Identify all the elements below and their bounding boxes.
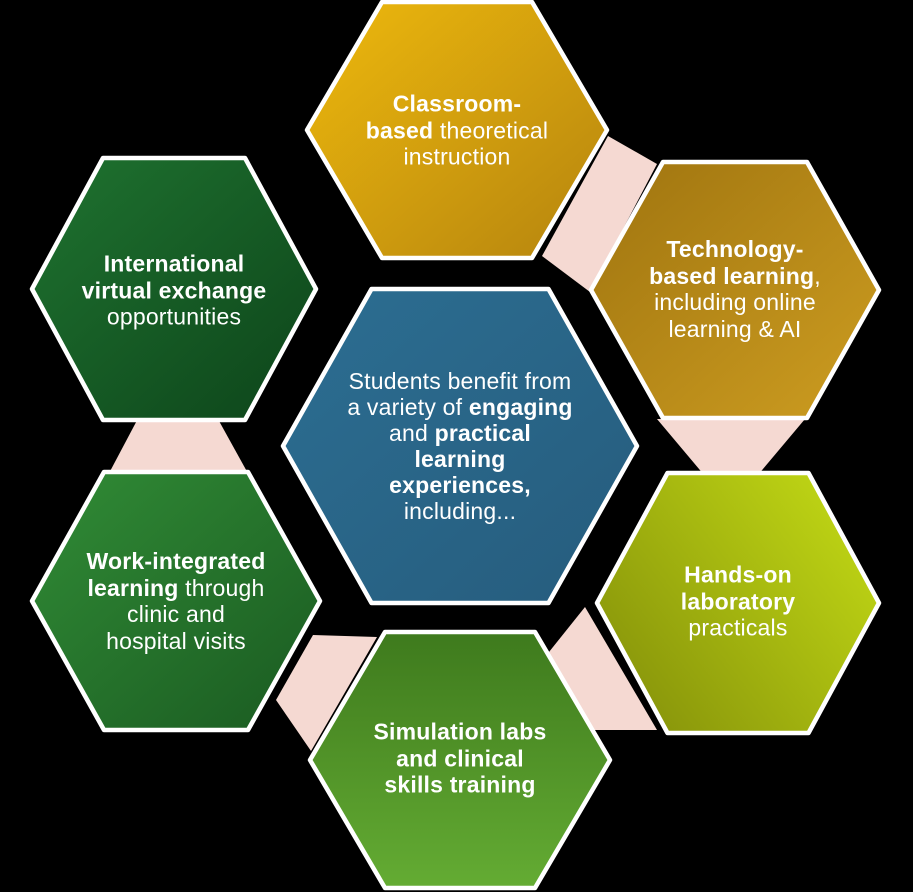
hexagon-international [29, 155, 319, 423]
label-line: including... [403, 498, 517, 524]
label-line: and clinical [396, 744, 524, 771]
hexagon-simulation [307, 629, 613, 891]
hexagon-technology [588, 159, 882, 421]
label-line: opportunities [106, 303, 242, 330]
hexagon-handson [594, 470, 882, 736]
label-line: based theoretical [365, 116, 549, 143]
label-line: Classroom- [392, 90, 522, 117]
hexagon-center [280, 286, 640, 606]
label-line: learning & AI [668, 315, 802, 342]
label-line: instruction [403, 143, 511, 170]
label-technology-hexagon: Technology-based learning,including onli… [649, 236, 821, 342]
label-line: International [103, 250, 245, 277]
connector-work-to-simulation [276, 635, 377, 751]
label-line: Technology- [666, 236, 804, 262]
label-line: including online [654, 289, 816, 315]
label-line: Hands-on [684, 561, 792, 588]
label-line: virtual exchange [81, 276, 267, 303]
label-line: practicals [688, 614, 788, 641]
label-line: learning through [87, 574, 265, 601]
label-line: skills training [384, 771, 536, 798]
label-line: clinic and [127, 601, 225, 627]
hexagon-work [29, 469, 323, 733]
label-line: Simulation labs [373, 718, 547, 745]
label-line: and practical [389, 420, 531, 446]
label-line: a variety of engaging [347, 394, 573, 420]
connector-technology-to-handson [657, 419, 805, 507]
label-line: based learning, [649, 262, 821, 289]
label-line: laboratory [680, 587, 796, 614]
label-line: learning [414, 446, 506, 472]
label-line: Work-integrated [86, 548, 266, 574]
label-line: experiences, [389, 472, 531, 498]
label-line: hospital visits [106, 627, 246, 654]
hexagon-classroom [304, 0, 610, 261]
connector-classroom-to-technology [542, 136, 657, 292]
label-line: Students benefit from [348, 368, 572, 394]
